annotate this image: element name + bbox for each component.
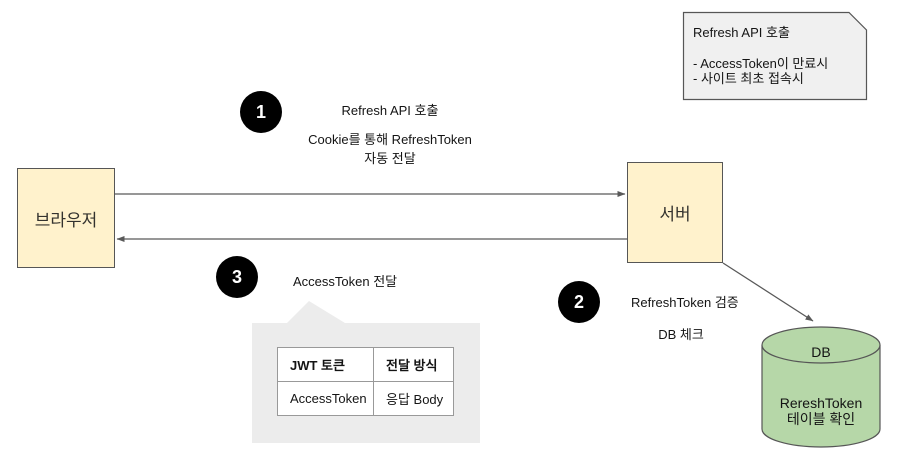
database-label: DB — [811, 344, 831, 360]
step-3-number: 3 — [231, 266, 242, 287]
step-2-number: 2 — [573, 291, 584, 312]
note-bullet: - 사이트 최초 접속시 — [693, 70, 804, 86]
jwt-table-header-method: 전달 방식 — [373, 347, 454, 382]
browser-node: 브라우저 — [17, 168, 115, 268]
step-2-description: DB 체크 — [658, 327, 704, 342]
note-bullet: - AccessToken이 만료시 — [693, 56, 829, 71]
step-1-description: Cookie를 통해 RefreshToken 자동 전달 — [290, 130, 490, 168]
jwt-table-header-row: JWT 토큰 전달 방식 — [277, 347, 454, 382]
step-1-description-line1: Cookie를 통해 RefreshToken — [308, 132, 472, 147]
jwt-table-row: AccessToken 응답 Body — [277, 381, 454, 416]
server-node: 서버 — [627, 162, 723, 263]
database-cylinder-shape — [761, 326, 881, 448]
step-1-description-line2: 자동 전달 — [364, 151, 416, 166]
jwt-table: JWT 토큰 전달 방식 AccessToken 응답 Body — [277, 347, 454, 416]
database-text-line1: RereshToken — [779, 395, 863, 411]
browser-node-label: 브라우저 — [34, 210, 98, 230]
step-3-badge: 3 — [216, 256, 258, 298]
step-3-title: AccessToken 전달 — [293, 274, 398, 289]
arrow-server-to-db — [722, 262, 814, 322]
step-2-badge: 2 — [558, 281, 600, 323]
step-2-title: RefreshToken 검증 — [631, 295, 739, 310]
jwt-table-cell-method: 응답 Body — [373, 381, 454, 416]
database-text-line2: 테이블 확인 — [786, 411, 856, 427]
note-shape — [682, 11, 868, 101]
note-box: Refresh API 호출 - AccessToken이 만료시 - 사이트 … — [693, 25, 863, 86]
note-title: Refresh API 호출 — [693, 25, 790, 40]
jwt-table-cell-token: AccessToken — [277, 381, 374, 416]
jwt-table-header-token: JWT 토큰 — [277, 347, 374, 382]
step-1-number: 1 — [255, 101, 266, 122]
step-1-title: Refresh API 호출 — [341, 103, 439, 118]
server-node-label: 서버 — [659, 205, 691, 224]
step-1-badge: 1 — [240, 91, 282, 133]
database-text: RereshToken 테이블 확인 — [761, 395, 881, 427]
